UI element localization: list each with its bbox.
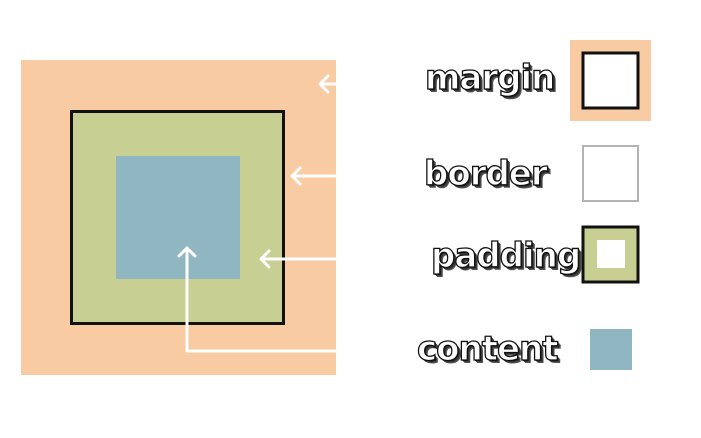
content-arrow	[177, 246, 338, 353]
content-area	[116, 156, 240, 279]
padding-swatch-inner	[597, 240, 625, 268]
border-swatch	[582, 145, 639, 202]
border-arrow	[290, 166, 338, 186]
content-swatch	[590, 329, 632, 370]
legend-label-border: border	[423, 154, 548, 194]
margin-arrow	[318, 74, 338, 94]
legend-label-content: content	[416, 329, 559, 369]
legend-label-margin: margin	[424, 58, 556, 98]
padding-arrow	[259, 249, 338, 269]
margin-swatch-inner	[581, 51, 640, 110]
legend-label-padding: padding	[430, 236, 581, 276]
